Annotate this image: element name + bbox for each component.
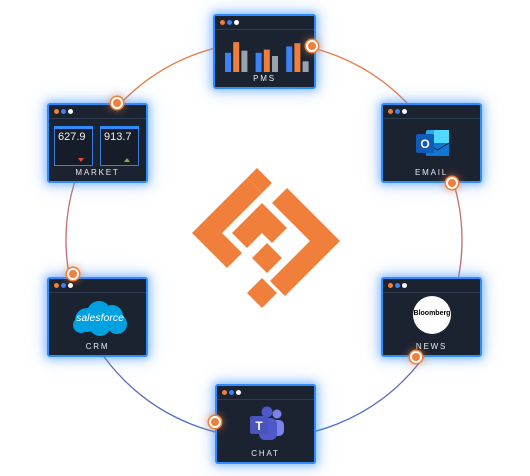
window-titlebar [217,386,314,400]
stacked-s-logo-icon [192,168,340,308]
outlook-icon: O [416,130,450,156]
pms-bar [263,49,270,72]
crm-label: CRM [85,342,110,351]
window-dot-icon [395,109,400,114]
pms-bar [233,42,240,72]
window-dot-icon [227,20,232,25]
window-dot-icon [402,283,407,288]
window-dot-icon [234,20,239,25]
market-value: 627.9 [58,131,86,143]
window-dot-icon [388,109,393,114]
teams-icon-letter: T [255,419,263,433]
window-dot-icon [61,109,66,114]
pms-bar [225,52,231,72]
window-dot-icon [222,390,227,395]
market-tile: 913.7 [100,126,139,166]
crm-card[interactable]: salesforce CRM [47,277,148,357]
up-arrow-icon [124,158,130,162]
window-titlebar [215,16,314,30]
window-dot-icon [395,283,400,288]
pms-bar [255,52,262,72]
window-dot-icon [220,20,225,25]
connector-node [410,351,422,363]
down-arrow-icon [78,158,84,162]
pms-bar [272,56,278,72]
window-dot-icon [54,109,59,114]
connector-node [306,40,318,52]
window-dot-icon [236,390,241,395]
salesforce-logo-text: salesforce [76,312,124,324]
window-dot-icon [54,283,59,288]
news-card[interactable]: Bloomberg NEWS [381,277,482,357]
window-titlebar [49,279,146,293]
pms-card[interactable]: PMS [213,14,316,89]
pms-label: PMS [253,74,276,83]
pms-bar-chart [225,42,309,72]
window-dot-icon [68,109,73,114]
pms-bar [294,43,301,72]
window-titlebar [49,105,146,119]
market-card[interactable]: 627.9 913.7 MARKET [47,103,148,183]
connector-node [111,97,123,109]
window-dot-icon [68,283,73,288]
window-dot-icon [388,283,393,288]
pms-bar [302,61,309,72]
teams-icon: T [250,406,284,440]
chat-card[interactable]: T CHAT [215,384,316,464]
window-titlebar [383,105,480,119]
window-dot-icon [61,283,66,288]
window-titlebar [383,279,480,293]
cloud-icon [73,301,127,336]
market-tile: 627.9 [54,126,93,166]
market-label: MARKET [75,168,120,177]
window-dot-icon [229,390,234,395]
pms-bar [286,46,293,72]
outlook-icon-letter: O [420,137,429,151]
email-card[interactable]: O EMAIL [381,103,482,183]
email-label: EMAIL [414,168,448,177]
news-label: NEWS [415,342,448,351]
market-value: 913.7 [104,131,132,143]
window-dot-icon [402,109,407,114]
salesforce-logo: salesforce [69,299,131,337]
orbit-ring [65,41,463,439]
connector-node [446,177,458,189]
tile-accent-bar [54,126,93,129]
pms-bar [241,50,248,72]
bloomberg-logo-text: Bloomberg [413,310,451,317]
tile-accent-bar [100,126,139,129]
connector-node [67,268,79,280]
connector-node [209,416,221,428]
chat-label: CHAT [251,449,280,458]
bloomberg-logo: Bloomberg [413,296,451,334]
